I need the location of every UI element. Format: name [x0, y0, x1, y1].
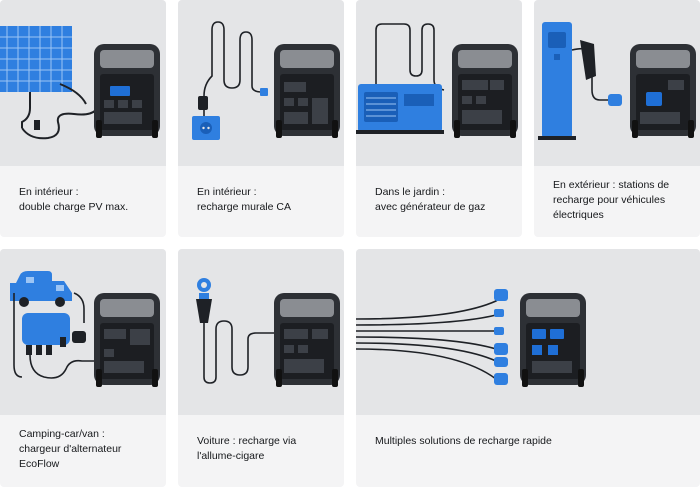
- caption-line-2: chargeur d'alternateur: [19, 443, 122, 455]
- multi-cable-icon: [356, 294, 503, 380]
- scenario-caption: En intérieur : recharge murale CA: [178, 166, 344, 237]
- power-station-icon: [520, 293, 586, 387]
- scenario-image-camper-van: [0, 249, 166, 415]
- caption-line-1: Camping-car/van :: [19, 428, 105, 440]
- caption-line-1: Voiture : recharge via: [197, 435, 297, 447]
- cable: [21, 83, 87, 128]
- scenario-card-car-socket[interactable]: Voiture : recharge via l'allume-cigare: [178, 249, 344, 487]
- caption-line-2: l'allume-cigare: [197, 450, 265, 462]
- ev-charger-icon: [538, 22, 576, 140]
- scenario-caption: Multiples solutions de recharge rapide: [356, 415, 700, 487]
- power-station-icon: [94, 44, 160, 138]
- gas-generator-icon: [356, 84, 444, 134]
- scenario-image-wall-ac: [178, 0, 344, 166]
- scenario-caption: En intérieur : double charge PV max.: [0, 166, 166, 237]
- scenario-caption: Camping-car/van : chargeur d'alternateur…: [0, 415, 166, 487]
- caption-line-1: En intérieur :: [197, 186, 257, 198]
- caption-line-1: Multiples solutions de recharge rapide: [375, 435, 552, 447]
- cable: [203, 21, 263, 120]
- caption-line-1: En intérieur :: [19, 186, 79, 198]
- caption-line-3: EcoFlow: [19, 458, 60, 470]
- scenario-caption: En extérieur : stations de recharge pour…: [534, 166, 700, 237]
- power-station-icon: [452, 44, 518, 138]
- caption-line-2: recharge murale CA: [197, 201, 291, 213]
- camper-van-icon: [10, 271, 72, 307]
- cable: [375, 23, 445, 91]
- car-socket-icon: [196, 278, 212, 323]
- plug-heads: [494, 289, 508, 385]
- scenario-caption: Voiture : recharge via l'allume-cigare: [178, 415, 344, 487]
- scenario-card-camper-van[interactable]: Camping-car/van : chargeur d'alternateur…: [0, 249, 166, 487]
- cable: [13, 292, 85, 378]
- caption-line-1: En extérieur : stations de: [553, 179, 670, 191]
- scenario-image-solar: [0, 0, 166, 166]
- power-station-icon: [94, 293, 160, 387]
- solar-panel-icon: [0, 26, 72, 92]
- caption-line-1: Dans le jardin :: [375, 186, 446, 198]
- power-station-icon: [630, 44, 696, 138]
- caption-line-2: double charge PV max.: [19, 201, 129, 213]
- scenario-card-multi-charging[interactable]: Multiples solutions de recharge rapide: [356, 249, 700, 487]
- scenario-image-garden-generator: [356, 0, 522, 166]
- scenario-card-wall-ac[interactable]: En intérieur : recharge murale CA: [178, 0, 344, 237]
- caption-line-2: recharge pour véhicules: [553, 194, 666, 206]
- scenario-image-ev-station: [534, 0, 700, 166]
- cable: [203, 320, 274, 384]
- wall-outlet-icon: [192, 116, 220, 140]
- caption-line-2: avec générateur de gaz: [375, 201, 486, 213]
- caption-line-3: électriques: [553, 209, 604, 221]
- power-station-icon: [274, 44, 340, 138]
- scenario-image-car-socket: [178, 249, 344, 415]
- scenario-caption: Dans le jardin : avec générateur de gaz: [356, 166, 522, 237]
- scenario-image-multi-charging: [356, 249, 700, 415]
- alternator-charger-icon: [22, 313, 70, 355]
- power-station-icon: [274, 293, 340, 387]
- scenario-card-garden-generator[interactable]: Dans le jardin : avec générateur de gaz: [356, 0, 522, 237]
- scenario-card-solar[interactable]: En intérieur : double charge PV max.: [0, 0, 166, 237]
- cable: [571, 47, 618, 101]
- scenario-card-ev-station[interactable]: En extérieur : stations de recharge pour…: [534, 0, 700, 237]
